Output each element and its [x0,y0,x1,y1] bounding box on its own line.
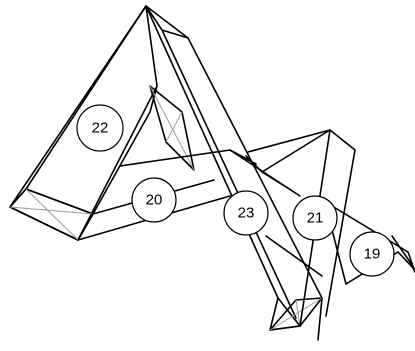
callout-23: 23 [224,191,268,235]
callout-label: 23 [238,205,255,222]
callout-label: 20 [146,192,163,209]
bar-part-20 [78,150,300,240]
callout-label: 22 [92,120,109,137]
hatched-face-bottom [270,298,322,330]
beam-part-23 [146,6,322,340]
callout-19: 19 [350,232,394,276]
callout-21: 21 [293,196,337,240]
hatched-face-left [10,189,93,240]
callout-22: 22 [77,105,123,151]
callout-20: 20 [132,178,176,222]
callout-label: 21 [307,210,324,227]
callout-label: 19 [364,246,381,263]
